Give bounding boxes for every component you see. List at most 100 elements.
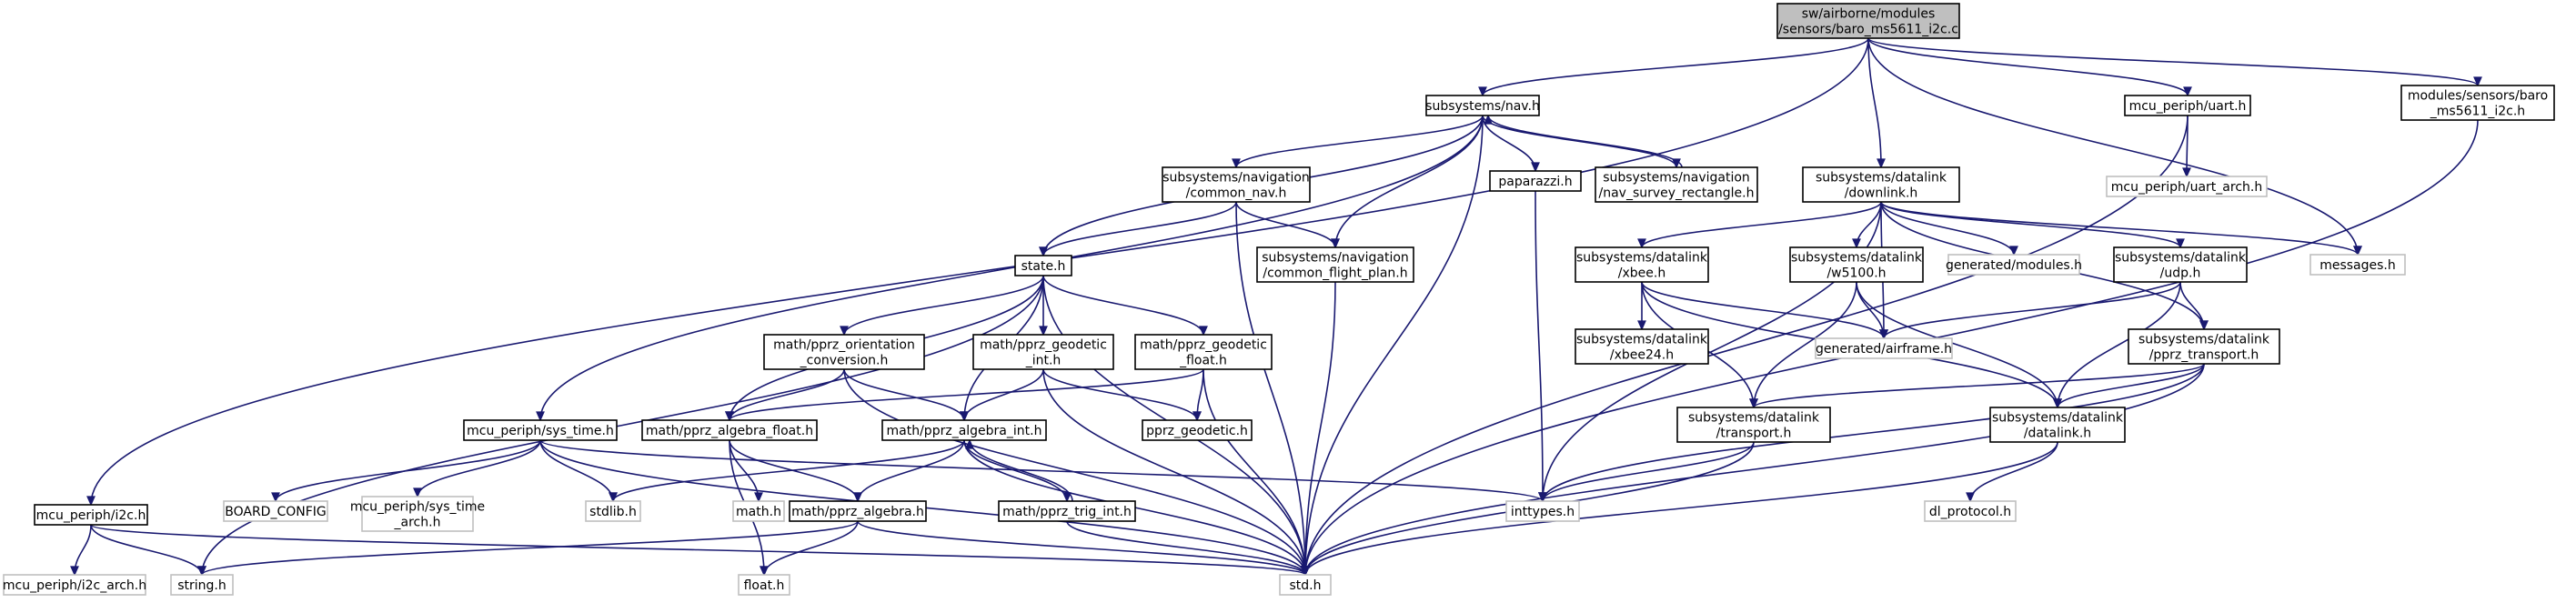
edge-orient-to-std (843, 368, 1306, 576)
node-math[interactable]: math.h (732, 500, 785, 522)
node-downlink[interactable]: subsystems/datalink/downlink.h (1802, 166, 1960, 203)
edge-geodetic_float-to-alg_float (729, 368, 1204, 421)
node-uart[interactable]: mcu_periph/uart.h (2124, 95, 2251, 116)
node-survey[interactable]: subsystems/navigation/nav_survey_rectang… (1595, 166, 1758, 203)
node-alg_int[interactable]: math/pprz_algebra_int.h (881, 419, 1047, 441)
node-label-alg_int-line-0: math/pprz_algebra_int.h (887, 424, 1042, 438)
node-transport[interactable]: subsystems/datalink/transport.h (1676, 407, 1831, 443)
edge-orient-to-alg_int (843, 368, 965, 421)
node-std[interactable]: std.h (1279, 574, 1332, 596)
edge-nav-to-std (1304, 115, 1484, 576)
edge-root-to-messages (1867, 37, 2359, 256)
node-box-uart_arch (2106, 176, 2268, 197)
node-dl_protocol[interactable]: dl_protocol.h (1924, 500, 2017, 522)
node-udp[interactable]: subsystems/datalink/udp.h (2113, 246, 2248, 283)
node-label-dl_protocol-line-0: dl_protocol.h (1929, 505, 2011, 519)
node-geodetic_int[interactable]: math/pprz_geodetic_int.h (972, 334, 1114, 370)
node-label-common_nav-line-1: /common_nav.h (1186, 186, 1287, 201)
node-box-state (1014, 255, 1072, 276)
node-sys_time_arch[interactable]: mcu_periph/sys_time_arch.h (350, 496, 485, 532)
arrowhead-udp-to-airframe (1879, 329, 1888, 340)
node-label-udp-line-0: subsystems/datalink (2115, 251, 2247, 266)
node-w5100[interactable]: subsystems/datalink/w5100.h (1789, 246, 1924, 283)
node-inttypes[interactable]: inttypes.h (1505, 500, 1580, 522)
edge-w5100-to-datalink (1856, 281, 2058, 408)
edge-i2c-to-std (90, 524, 1306, 576)
nodes-layer: sw/airborne/modules/sensors/baro_ms5611_… (3, 3, 2555, 596)
node-nav[interactable]: subsystems/nav.h (1425, 95, 1540, 116)
node-alg[interactable]: math/pprz_algebra.h (789, 500, 927, 522)
node-xbee[interactable]: subsystems/datalink/xbee.h (1575, 246, 1709, 283)
edge-geodetic_float-to-std (1202, 368, 1306, 576)
edge-alg-to-std (857, 520, 1306, 576)
edge-nav-to-survey (1482, 115, 1677, 168)
node-label-float-line-0: float.h (744, 578, 785, 593)
node-label-common_nav-line-0: subsystems/navigation (1162, 171, 1310, 186)
node-paparazzi[interactable]: paparazzi.h (1489, 170, 1582, 192)
edge-udp-to-airframe (1883, 281, 2181, 339)
node-messages[interactable]: messages.h (2309, 254, 2406, 276)
node-box-float (738, 574, 790, 596)
node-label-w5100-line-0: subsystems/datalink (1791, 251, 1923, 266)
node-trig[interactable]: math/pprz_trig_int.h (998, 500, 1136, 522)
node-box-root (1776, 3, 1960, 39)
edge-alg_int-to-stdlib (612, 439, 965, 502)
node-label-sys_time-line-0: mcu_periph/sys_time.h (467, 424, 614, 438)
node-common_nav[interactable]: subsystems/navigation/common_nav.h (1162, 166, 1311, 203)
node-orient[interactable]: math/pprz_orientation_conversion.h (763, 334, 925, 370)
edge-root-to-nav (1482, 37, 1869, 96)
node-airframe[interactable]: generated/airframe.h (1815, 337, 1953, 359)
edge-pprz_transport-to-transport (1753, 363, 2205, 408)
node-stdlib[interactable]: stdlib.h (585, 500, 641, 522)
node-box-i2c_arch (3, 574, 146, 596)
node-label-messages-line-0: messages.h (2319, 258, 2396, 273)
node-root: sw/airborne/modules/sensors/baro_ms5611_… (1776, 3, 1960, 39)
node-xbee24[interactable]: subsystems/datalink/xbee24.h (1575, 328, 1709, 365)
edge-alg_int-to-trig (963, 439, 1068, 502)
node-pprz_geodetic[interactable]: pprz_geodetic.h (1142, 419, 1253, 441)
node-state[interactable]: state.h (1014, 255, 1072, 276)
node-label-geodetic_float-line-1: _float.h (1179, 354, 1227, 368)
node-label-i2c-line-0: mcu_periph/i2c.h (36, 508, 146, 523)
node-uart_arch[interactable]: mcu_periph/uart_arch.h (2106, 176, 2268, 197)
node-label-stdlib-line-0: stdlib.h (589, 505, 637, 519)
node-board_config[interactable]: BOARD_CONFIG (223, 500, 328, 522)
node-box-stdlib (585, 500, 641, 522)
node-i2c[interactable]: mcu_periph/i2c.h (34, 504, 148, 526)
node-string[interactable]: string.h (170, 574, 234, 596)
node-modules_gen[interactable]: generated/modules.h (1946, 254, 2082, 276)
node-sys_time[interactable]: mcu_periph/sys_time.h (463, 419, 618, 441)
node-geodetic_float[interactable]: math/pprz_geodetic_float.h (1134, 334, 1273, 370)
node-pprz_transport[interactable]: subsystems/datalink/pprz_transport.h (2128, 328, 2280, 365)
node-box-i2c (34, 504, 148, 526)
arrowhead-common_nav-to-state (1039, 246, 1048, 257)
node-label-nav-line-0: subsystems/nav.h (1425, 99, 1540, 114)
node-box-w5100 (1789, 246, 1924, 283)
node-label-transport-line-1: /transport.h (1716, 427, 1792, 441)
node-label-state-line-0: state.h (1021, 259, 1066, 274)
arrowhead-downlink-to-xbee (1637, 238, 1646, 249)
node-datalink[interactable]: subsystems/datalink/datalink.h (1989, 407, 2126, 443)
arrowhead-nav-to-paparazzi (1531, 162, 1540, 173)
arrowhead-baro_h-to-std (1301, 566, 1310, 577)
arrowhead-downlink-to-w5100 (1852, 238, 1861, 249)
arrowhead-datalink-to-dl_protocol (1966, 492, 1975, 503)
node-baro_h[interactable]: modules/sensors/baro_ms5611_i2c.h (2400, 85, 2555, 121)
node-label-root-line-1: /sensors/baro_ms5611_i2c.c (1778, 23, 1958, 37)
edge-pprz_transport-to-inttypes (1542, 363, 2205, 502)
edge-trig-to-alg_int (969, 439, 1073, 502)
edge-alg_int-to-alg (857, 439, 965, 502)
node-common_fp[interactable]: subsystems/navigation/common_flight_plan… (1256, 246, 1414, 283)
node-label-geodetic_int-line-1: _int.h (1025, 354, 1062, 368)
arrowhead-state-to-orient (840, 326, 849, 337)
node-label-sys_time_arch-line-0: mcu_periph/sys_time (350, 500, 485, 515)
arrowhead-pprz_transport-to-transport (1749, 398, 1758, 409)
edge-pprz_transport-to-datalink (2057, 363, 2205, 408)
node-float[interactable]: float.h (738, 574, 790, 596)
node-label-i2c_arch-line-0: mcu_periph/i2c_arch.h (3, 578, 146, 593)
edge-root-to-uart (1867, 37, 2189, 96)
node-box-baro_h (2400, 85, 2555, 121)
node-alg_float[interactable]: math/pprz_algebra_float.h (641, 419, 818, 441)
edge-geodetic_int-to-pprz_geodetic (1042, 368, 1198, 421)
node-i2c_arch[interactable]: mcu_periph/i2c_arch.h (3, 574, 146, 596)
